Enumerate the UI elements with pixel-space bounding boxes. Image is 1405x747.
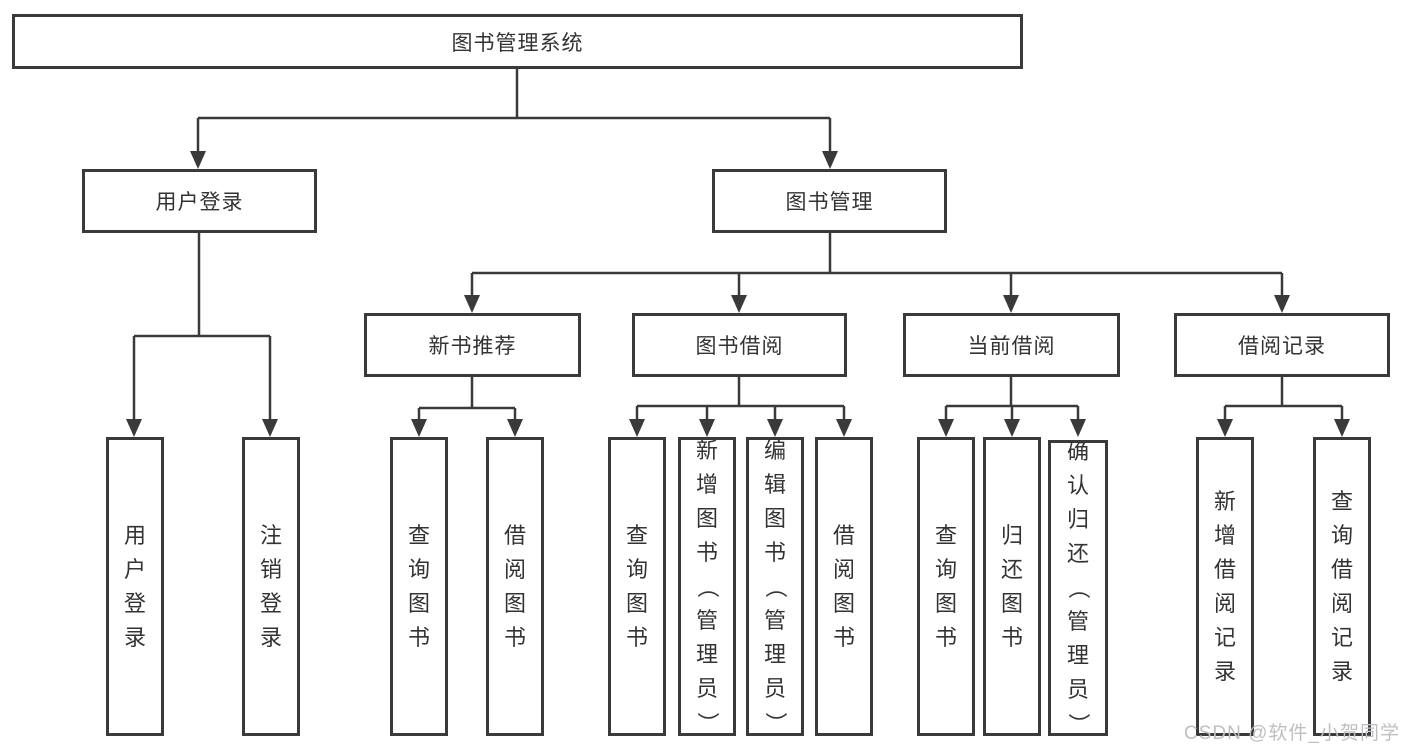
node-leaf-borrow-books: 借阅图书 xyxy=(815,437,873,736)
connector-new-book-rec-to-leaves xyxy=(417,377,517,422)
arrowhead-down-icon xyxy=(507,419,523,437)
leaf-label: 归还图书 xyxy=(1000,522,1023,650)
arrowhead-down-icon xyxy=(1217,419,1233,437)
node-leaf-add-books-admin: 新增图书（管理员） xyxy=(678,437,736,736)
leaf-label: 新增借阅记录 xyxy=(1213,488,1236,684)
node-leaf-edit-books-admin: 编辑图书（管理员） xyxy=(746,437,804,736)
leaf-label: 查询借阅记录 xyxy=(1330,488,1353,684)
connector-borrow-records-to-leaves xyxy=(1223,377,1344,422)
connector-root-to-level2 xyxy=(196,69,832,154)
arrowhead-down-icon xyxy=(1334,419,1350,437)
leaf-label: 查询图书 xyxy=(934,522,957,650)
arrowhead-down-icon xyxy=(767,419,783,437)
node-leaf-user-login: 用户登录 xyxy=(106,437,164,736)
arrowhead-down-icon xyxy=(699,419,715,437)
leaf-label: 编辑图书（管理员） xyxy=(762,437,788,734)
node-leaf-return-books: 归还图书 xyxy=(983,437,1041,736)
arrowhead-down-icon xyxy=(190,151,206,169)
leaf-label: 查询图书 xyxy=(407,522,430,650)
node-book-borrowing: 图书借阅 xyxy=(632,313,847,377)
arrowhead-down-icon xyxy=(1274,295,1290,313)
arrowhead-down-icon xyxy=(464,295,480,313)
leaf-label: 用户登录 xyxy=(123,522,146,650)
arrowhead-down-icon xyxy=(262,419,278,437)
leaf-label: 注销登录 xyxy=(259,522,282,650)
node-leaf-query-books: 查询图书 xyxy=(608,437,666,736)
node-leaf-add-borrow-record: 新增借阅记录 xyxy=(1196,437,1254,736)
csdn-watermark: CSDN @软件_小贺同学 xyxy=(1184,723,1400,744)
node-current-borrowing: 当前借阅 xyxy=(903,313,1120,377)
arrowhead-down-icon xyxy=(731,295,747,313)
leaf-label: 查询图书 xyxy=(625,522,648,650)
node-new-book-recommendation: 新书推荐 xyxy=(364,313,581,377)
arrowhead-down-icon xyxy=(629,419,645,437)
connector-book-borrow-to-leaves xyxy=(635,377,846,422)
arrowhead-down-icon xyxy=(126,419,142,437)
node-leaf-query-borrow-record: 查询借阅记录 xyxy=(1313,437,1371,736)
arrowhead-down-icon xyxy=(938,419,954,437)
node-borrowing-records: 借阅记录 xyxy=(1174,313,1390,377)
node-leaf-logout: 注销登录 xyxy=(242,437,300,736)
node-leaf-query-books: 查询图书 xyxy=(917,437,975,736)
node-leaf-query-books: 查询图书 xyxy=(390,437,448,736)
arrowhead-down-icon xyxy=(1003,295,1019,313)
node-leaf-confirm-return-admin: 确认归还（管理员） xyxy=(1048,439,1108,736)
connector-user-login-to-leaves xyxy=(132,233,272,422)
node-user-login-module: 用户登录 xyxy=(82,169,317,233)
leaf-label: 新增图书（管理员） xyxy=(694,437,720,734)
leaf-label: 借阅图书 xyxy=(832,522,855,650)
arrowhead-down-icon xyxy=(411,419,427,437)
leaf-label: 确认归还（管理员） xyxy=(1065,439,1091,736)
arrowhead-down-icon xyxy=(1070,419,1086,437)
arrowhead-down-icon xyxy=(1004,419,1020,437)
node-leaf-borrow-books: 借阅图书 xyxy=(486,437,544,736)
arrowhead-down-icon xyxy=(836,419,852,437)
connector-current-borrow-to-leaves xyxy=(944,377,1080,422)
connector-book-mgmt-to-level3 xyxy=(470,233,1284,298)
arrowhead-down-icon xyxy=(822,151,838,169)
node-library-management-system: 图书管理系统 xyxy=(12,14,1023,69)
node-book-management-module: 图书管理 xyxy=(712,169,947,233)
leaf-label: 借阅图书 xyxy=(503,522,526,650)
